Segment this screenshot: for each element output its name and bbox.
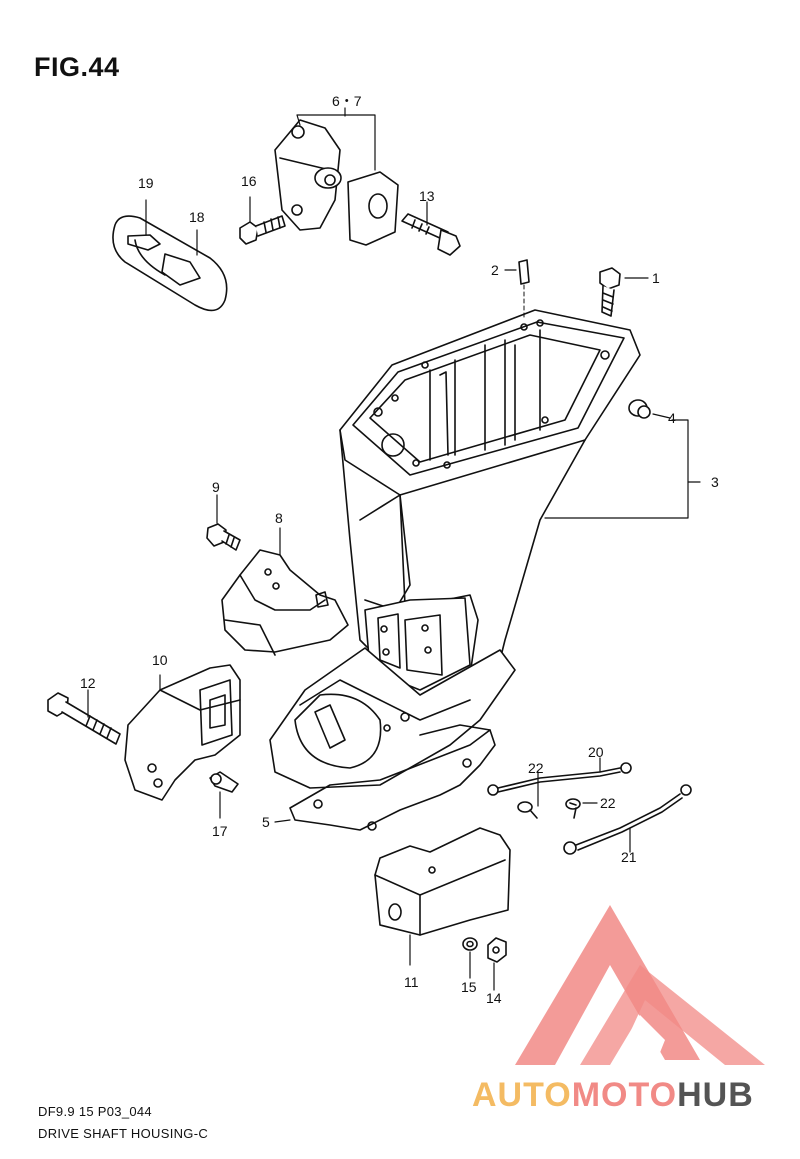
label-part-12: 12 <box>80 675 96 691</box>
label-part-6-7: 6・7 <box>332 93 362 109</box>
label-part-15: 15 <box>461 979 477 995</box>
rubber-mount-18-19 <box>112 199 228 312</box>
watermark-logo <box>515 905 765 1065</box>
watermark-part-moto: MOTO <box>571 1076 678 1114</box>
figure-title: FIG.44 <box>34 52 120 82</box>
ground-wire-20 <box>487 757 632 796</box>
screw-22-b <box>565 798 598 819</box>
label-part-10: 10 <box>152 652 168 668</box>
pin-17 <box>209 771 239 819</box>
label-part-2: 2 <box>491 262 499 278</box>
label-part-22-b: 22 <box>600 795 616 811</box>
label-part-11: 11 <box>404 974 419 990</box>
label-part-20: 20 <box>588 744 604 760</box>
label-part-16: 16 <box>241 173 257 189</box>
watermark-part-auto: AUTO <box>472 1076 572 1114</box>
dowel-pin-2 <box>504 259 530 321</box>
figure-name: DRIVE SHAFT HOUSING-C <box>38 1126 209 1141</box>
bolt-9 <box>206 494 241 551</box>
label-part-3: 3 <box>711 474 719 490</box>
label-part-17: 17 <box>212 823 228 839</box>
label-part-5: 5 <box>262 814 270 830</box>
label-part-21: 21 <box>621 849 637 865</box>
bolt-16 <box>239 196 286 245</box>
label-part-22-a: 22 <box>528 760 544 776</box>
watermark-brand-text: AUTOMOTOHUB <box>472 1076 754 1115</box>
label-part-1: 1 <box>652 270 660 286</box>
clamp-bracket-6-7 <box>274 107 399 246</box>
cover-11 <box>374 827 511 966</box>
bolt-12 <box>47 689 121 745</box>
label-part-4: 4 <box>668 410 676 426</box>
label-part-13: 13 <box>419 188 435 204</box>
part-labels: 1 2 3 4 5 6・7 8 9 10 11 12 13 14 15 16 1… <box>80 93 719 1006</box>
watermark-part-hub: HUB <box>677 1076 754 1114</box>
label-part-14: 14 <box>486 990 502 1006</box>
ground-wire-21 <box>563 784 692 855</box>
washer-15 <box>462 937 478 979</box>
bracket-8 <box>221 527 349 656</box>
nut-14 <box>487 937 507 991</box>
grommet-4 <box>628 399 671 419</box>
label-part-19: 19 <box>138 175 154 191</box>
label-part-9: 9 <box>212 479 220 495</box>
bolt-13 <box>401 201 461 256</box>
bracket-10 <box>124 664 241 801</box>
drive-shaft-housing <box>269 309 701 789</box>
screw-22-a <box>517 771 539 819</box>
gasket-5 <box>274 724 496 831</box>
label-part-8: 8 <box>275 510 283 526</box>
figure-code: DF9.9 15 P03_044 <box>38 1104 152 1119</box>
label-part-18: 18 <box>189 209 205 225</box>
bolt-1 <box>599 267 649 317</box>
